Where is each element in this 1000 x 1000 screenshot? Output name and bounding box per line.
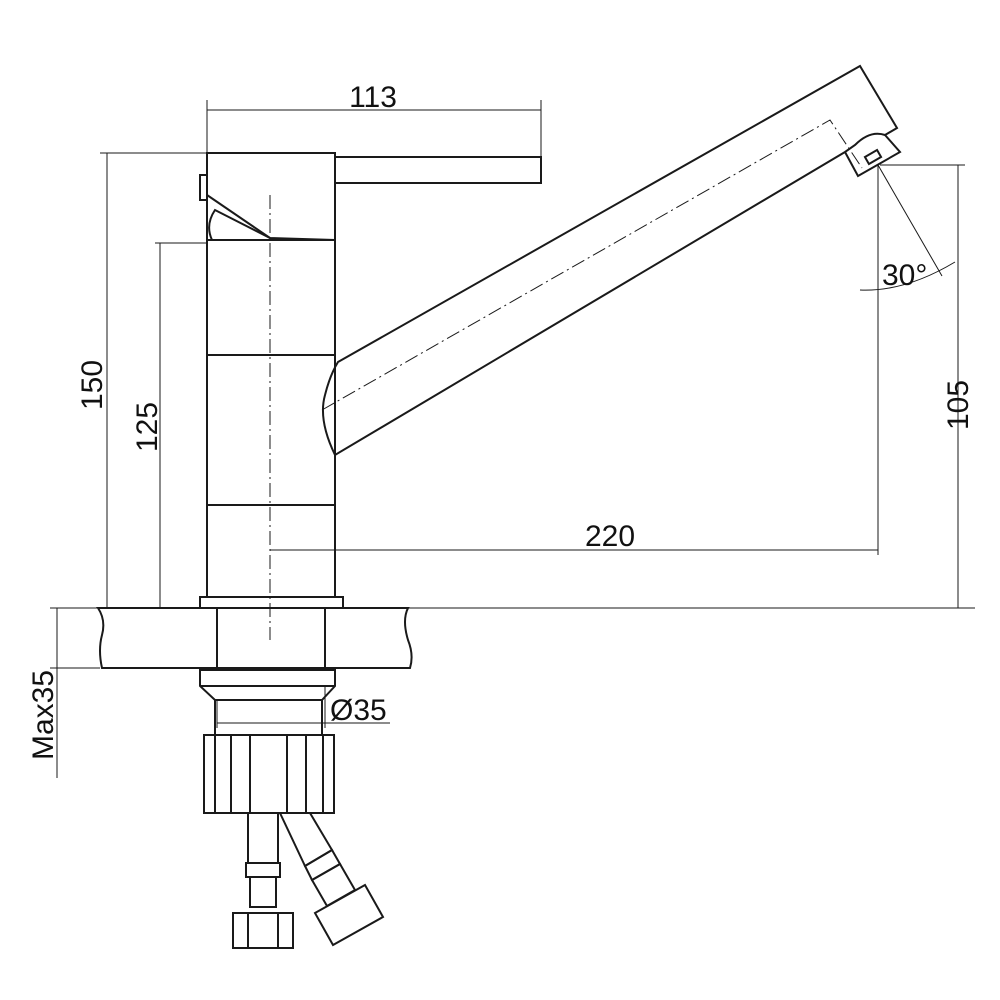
faucet-body <box>199 239 344 609</box>
supply-hoses <box>232 812 385 949</box>
lever-handle <box>199 152 542 242</box>
spout <box>321 64 902 457</box>
dimension-lines <box>50 100 975 778</box>
countertop-section <box>96 607 413 669</box>
dim-spout-reach: 220 <box>585 520 635 553</box>
dim-total-height: 150 <box>76 360 109 410</box>
dim-spray-angle: 30° <box>882 259 927 292</box>
dim-mount-diameter: Ø35 <box>330 694 387 727</box>
mounting-hardware <box>199 669 336 814</box>
dim-lever-reach: 113 <box>349 81 397 114</box>
dim-spout-height: 105 <box>942 380 975 430</box>
dim-body-height: 125 <box>131 402 164 452</box>
dim-max-thickness: Max35 <box>27 670 60 760</box>
